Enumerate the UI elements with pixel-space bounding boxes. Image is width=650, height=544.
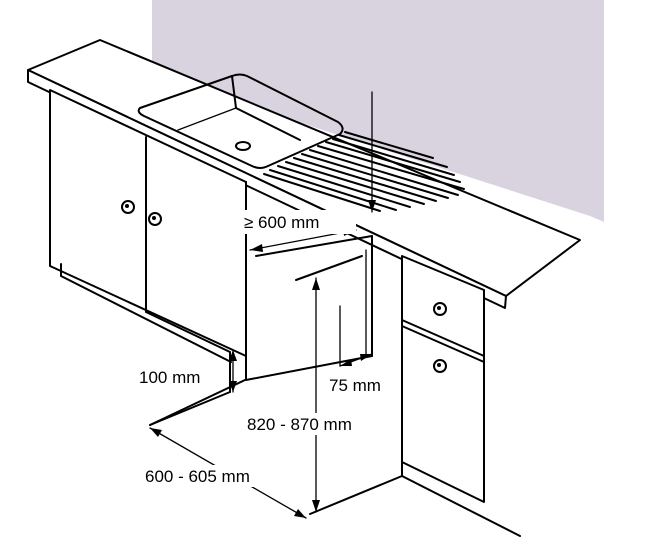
dimension-plinth-depth bbox=[339, 305, 373, 367]
label-niche-depth: 600 - 605 mm bbox=[145, 467, 250, 486]
label-plinth-height: 100 mm bbox=[139, 368, 200, 387]
label-niche-height: 820 - 870 mm bbox=[247, 415, 352, 434]
sink-drain-icon bbox=[235, 141, 251, 151]
label-plinth-depth: 75 mm bbox=[329, 376, 381, 395]
back-wall bbox=[152, 0, 604, 222]
door-knob-icon bbox=[433, 359, 447, 373]
dimension-plinth-height bbox=[229, 349, 237, 393]
label-width-gap: ≥ 600 mm bbox=[244, 213, 319, 232]
floor-line bbox=[309, 475, 403, 515]
sink bbox=[137, 73, 344, 169]
draining-board bbox=[263, 131, 465, 212]
drawer-knob-icon bbox=[433, 302, 447, 316]
door-knob-icon bbox=[148, 212, 162, 226]
dimension-niche-height bbox=[312, 277, 320, 513]
right-cabinet bbox=[401, 255, 521, 537]
door-knob-icon bbox=[121, 200, 135, 214]
